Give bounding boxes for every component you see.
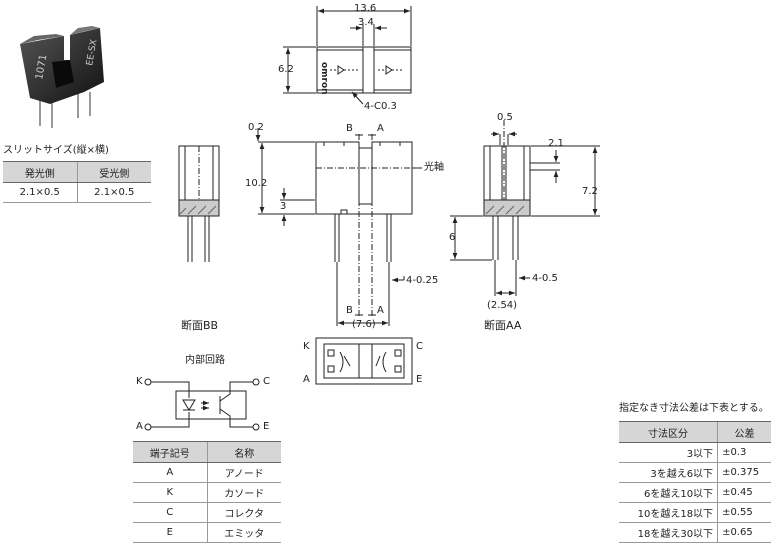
lead-size-label-aa: 4-0.5 (532, 273, 558, 284)
section-mark-b-bottom: B (346, 305, 353, 316)
section-mark-a-top: A (377, 123, 384, 134)
slit-header-receiver: 受光側 (76, 161, 151, 183)
terminal-name: エミッタ (206, 522, 281, 543)
pin-e-label: E (416, 374, 423, 385)
section-bb-label: 断面BB (181, 319, 219, 332)
dim-0-2: 0.2 (248, 122, 264, 133)
pitch-label: (7.6) (352, 319, 376, 330)
terminal-symbol: C (133, 502, 207, 523)
tolerance-range: 3を越え6以下 (619, 462, 718, 483)
lead-size-label: 4-0.25 (406, 275, 439, 286)
dim-10-2: 10.2 (245, 178, 268, 189)
circuit-c: C (263, 376, 270, 387)
dim-2-1: 2.1 (548, 138, 564, 149)
table-row: 6を越え10以下±0.45 (619, 482, 771, 503)
pin-c-label: C (416, 341, 423, 352)
tolerance-header-value: 公差 (717, 421, 771, 443)
dim-3: 3 (280, 201, 287, 212)
terminal-symbol: E (133, 522, 207, 543)
section-mark-a-bottom: A (377, 305, 384, 316)
tolerance-header-range: 寸法区分 (619, 421, 718, 443)
terminal-symbol: K (133, 482, 207, 503)
table-row: 18を越え30以下±0.65 (619, 522, 771, 543)
bottom-view (315, 337, 413, 385)
section-mark-b-top: B (346, 123, 353, 134)
dim-7-2: 7.2 (582, 186, 598, 197)
terminal-header-symbol: 端子記号 (133, 441, 207, 463)
dim-height: 6.2 (278, 64, 294, 75)
tolerance-title: 指定なき寸法公差は下表とする。 (619, 403, 769, 414)
tolerance-value: ±0.375 (717, 462, 771, 483)
circuit-k: K (136, 376, 143, 387)
tolerance-value: ±0.55 (717, 502, 771, 523)
pin-k-label: K (303, 341, 310, 352)
pin-a-label: A (303, 374, 310, 385)
terminal-name: カソード (206, 482, 281, 503)
terminal-header-name: 名称 (206, 441, 281, 463)
product-photo (20, 26, 104, 128)
terminal-symbol: A (133, 462, 207, 483)
dim-slot: 3.4 (358, 17, 374, 28)
pitch-label-aa: (2.54) (487, 300, 518, 311)
tolerance-range: 3以下 (619, 442, 718, 463)
photo-marking-1: 1071 (34, 54, 49, 81)
circuit-title: 内部回路 (185, 355, 225, 366)
brand-logo: omron (319, 62, 329, 95)
slit-header-emitter: 発光側 (3, 161, 77, 183)
tolerance-range: 10を越え18以下 (619, 502, 718, 523)
photo-marking-2: EE-SX (85, 39, 99, 67)
section-aa (450, 120, 600, 296)
terminal-name: アノード (206, 462, 281, 483)
dim-width: 13.6 (354, 3, 377, 14)
dim-0-5: 0.5 (497, 112, 513, 123)
dim-6: 6 (449, 232, 456, 243)
internal-circuit (144, 378, 260, 431)
tolerance-range: 18を越え30以下 (619, 522, 718, 543)
section-aa-label: 断面AA (484, 319, 522, 332)
table-row: 3を越え6以下±0.375 (619, 462, 771, 483)
terminal-name: コレクタ (206, 502, 281, 523)
tolerance-table: 寸法区分公差 3以下±0.3 3を越え6以下±0.375 6を越え10以下±0.… (619, 421, 771, 543)
front-view (255, 128, 422, 326)
chamfer-label: 4-C0.3 (364, 101, 397, 112)
section-bb (178, 145, 220, 262)
circuit-a: A (136, 421, 143, 432)
top-view (283, 6, 412, 105)
optical-axis-label: 光軸 (424, 162, 444, 173)
circuit-e: E (263, 421, 270, 432)
slit-receiver-value: 2.1×0.5 (76, 182, 151, 203)
slit-table-title: スリットサイズ(縦×横) (3, 145, 109, 156)
tolerance-range: 6を越え10以下 (619, 482, 718, 503)
slit-emitter-value: 2.1×0.5 (3, 182, 77, 203)
tolerance-value: ±0.65 (717, 522, 771, 543)
table-row: 3以下±0.3 (619, 442, 771, 463)
table-row: 10を越え18以下±0.55 (619, 502, 771, 523)
tolerance-value: ±0.45 (717, 482, 771, 503)
tolerance-value: ±0.3 (717, 442, 771, 463)
